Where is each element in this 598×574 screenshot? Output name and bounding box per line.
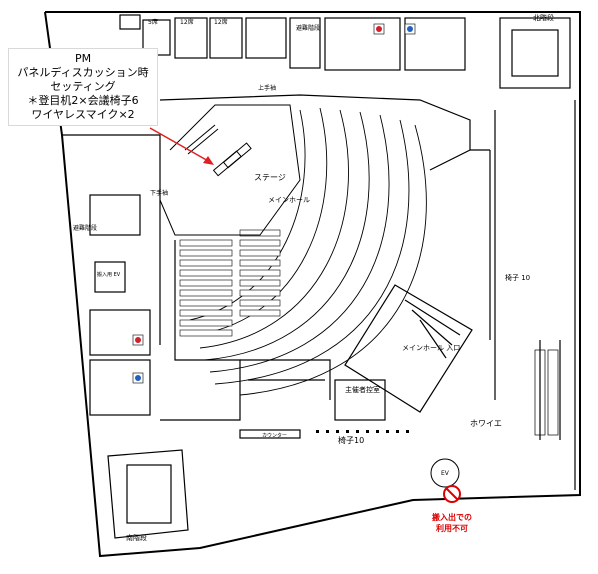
callout-line-3: セッティング bbox=[50, 80, 116, 93]
callout-arrow bbox=[149, 127, 214, 165]
south-stairs-label: 南階段 bbox=[126, 533, 147, 542]
chairs-right-label: 椅子 10 bbox=[505, 273, 530, 282]
north-stairs-label: 北階段 bbox=[533, 13, 554, 22]
stage-area bbox=[159, 104, 301, 236]
panel-discussion-callout: PM パネルディスカッション時 セッティング ＊登目机2×会議椅子6 ワイヤレス… bbox=[8, 48, 158, 126]
main-hall-entrance-label: メインホール 入口 bbox=[402, 344, 460, 352]
ev-label: EV bbox=[441, 470, 450, 477]
building-outline bbox=[44, 11, 581, 558]
room-12a-label: 12席 bbox=[180, 18, 194, 26]
escalators bbox=[534, 349, 559, 436]
warning-note: 搬入出での 利用不可 bbox=[422, 512, 482, 534]
panel-table-setting bbox=[212, 142, 252, 177]
main-hall-entrance bbox=[344, 284, 473, 413]
evacuation-stairs-left-label: 避難階段 bbox=[73, 224, 97, 232]
callout-line-4: ＊登目机2×会議椅子6 bbox=[27, 94, 139, 107]
stage-label: ステージ bbox=[254, 173, 286, 182]
main-hall-label: メインホール bbox=[268, 196, 310, 204]
chair-row bbox=[316, 430, 409, 433]
room-12b-label: 12席 bbox=[214, 18, 228, 26]
evacuation-stairs-top-label: 避難階段 bbox=[296, 24, 320, 32]
toilet-female-icon-2 bbox=[135, 337, 141, 343]
callout-line-5: ワイヤレスマイク×2 bbox=[31, 108, 135, 121]
toilet-male-icon-2 bbox=[135, 375, 141, 381]
ev-circle bbox=[430, 458, 460, 488]
organizer-room-label: 主催者控室 bbox=[345, 385, 380, 394]
chairs-10-label: 椅子10 bbox=[338, 435, 364, 445]
room-5-label: 5席 bbox=[148, 18, 158, 26]
warning-line-1: 搬入出での bbox=[432, 513, 472, 522]
counter-label: カウンター bbox=[262, 432, 287, 439]
upper-stage-label: 上手袖 bbox=[258, 84, 276, 92]
callout-line-2: パネルディスカッション時 bbox=[17, 66, 149, 79]
warning-line-2: 利用不可 bbox=[436, 524, 468, 533]
no-entry-icon bbox=[443, 485, 461, 503]
lower-stage-label: 下手袖 bbox=[150, 189, 168, 197]
toilet-male-icon bbox=[407, 26, 413, 32]
seat-block bbox=[179, 229, 281, 337]
toilet-icons bbox=[132, 23, 416, 384]
foyer-label: ホワイエ bbox=[470, 419, 502, 428]
callout-line-1: PM bbox=[74, 52, 92, 65]
seating-arcs bbox=[189, 107, 427, 396]
toilet-female-icon bbox=[376, 26, 382, 32]
staff-ev-label: 搬入用 EV bbox=[97, 271, 121, 278]
